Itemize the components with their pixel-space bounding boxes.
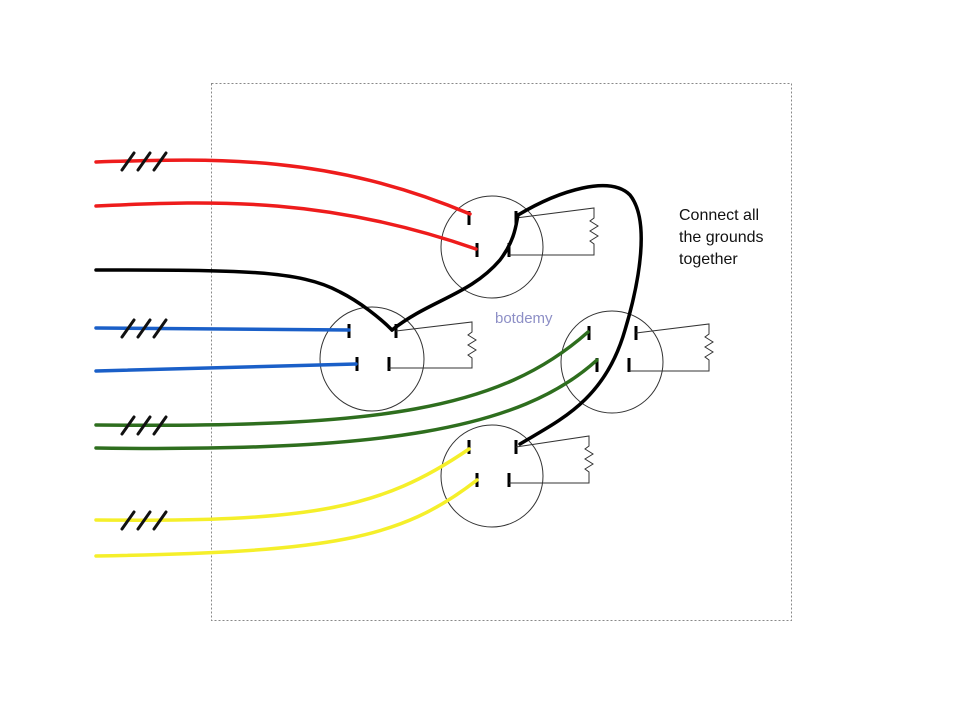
ground-instruction-note: Connect all the grounds together: [679, 207, 764, 268]
resistor-top: [509, 207, 599, 256]
resistor-bottom: [509, 435, 594, 484]
green-cable: [94, 330, 599, 451]
receptacle-top: [440, 195, 544, 299]
red-cable: [94, 158, 478, 251]
yellow-cable: [94, 447, 479, 558]
yellow-cable-triple-slash: [120, 510, 168, 531]
watermark-text: botdemy: [495, 310, 553, 327]
ground-jumper-left-to-top: [390, 213, 520, 332]
receptacle-right: [560, 310, 664, 414]
blue-cable: [94, 326, 358, 373]
red-cable-triple-slash: [120, 151, 168, 172]
resistor-left: [389, 321, 477, 369]
ground-feed-wire: [94, 268, 394, 332]
black-cable: [94, 183, 643, 446]
enclosure-box: [211, 83, 792, 621]
blue-cable-triple-slash: [120, 318, 168, 339]
resistor-right: [629, 323, 714, 372]
receptacle-left: [319, 306, 425, 412]
ground-jumper-loop: [516, 183, 643, 446]
receptacle-bottom: [440, 424, 544, 528]
green-cable-triple-slash: [120, 415, 168, 436]
